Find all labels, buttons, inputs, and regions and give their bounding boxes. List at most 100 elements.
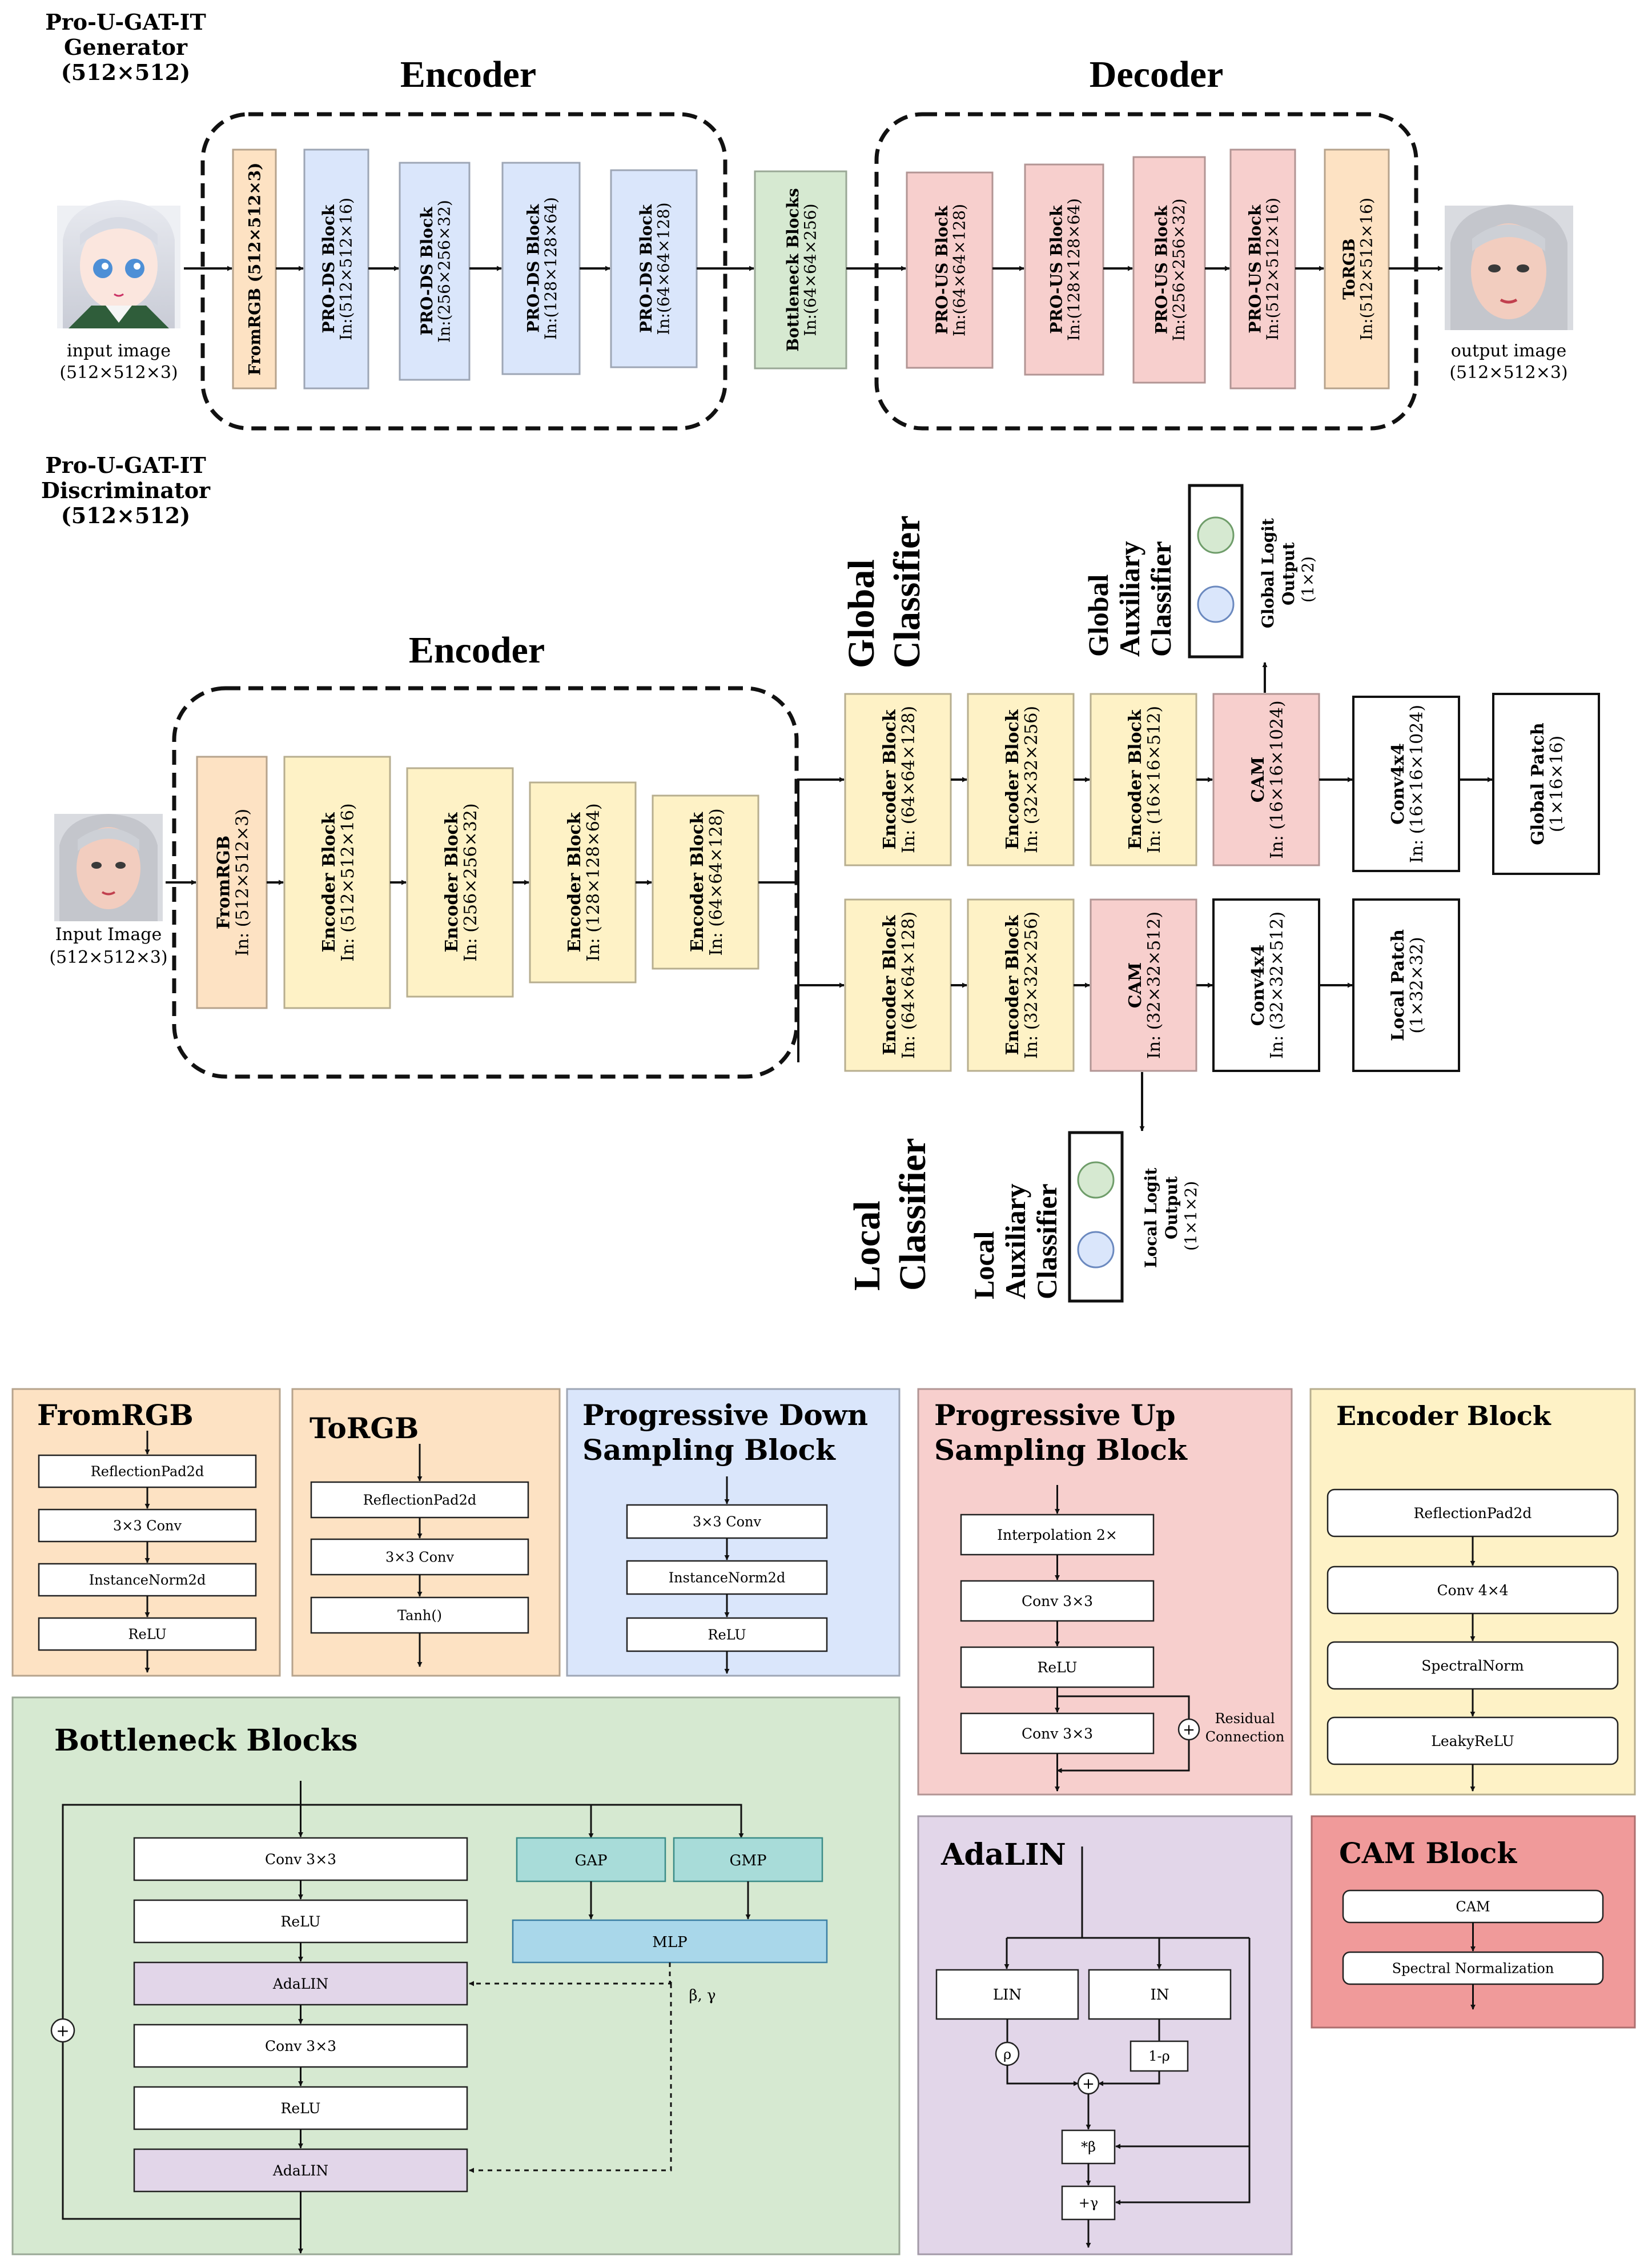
generator-block-9-name: PRO-US Block [1152,205,1171,334]
local-classifier-title-1: Local [846,1201,888,1291]
local-aux-output-box [1068,1131,1124,1303]
fromrgb-step-4: ReLU [128,1626,166,1642]
global-block-6-size: (1×16×16) [1547,736,1567,832]
generator-header-line-2: Generator [64,34,188,60]
generator-header-line-3: (512×512) [61,59,190,85]
generator-blocks: FromRGB (512×512×3)PRO-DS BlockIn:(512×5… [232,148,1390,390]
generator-block-9-size: In:(256×256×32) [1169,199,1188,342]
bottleneck-step-5: ReLU [281,2100,321,2117]
disc-encoder-block-1-size: In: (512×512×3) [233,809,253,956]
global-block-2-name: Encoder Block [1003,709,1023,849]
rho-label: ρ [1003,2046,1011,2062]
local-block-5: Local Patch(1×32×32) [1352,898,1460,1072]
local-block-5-name: Local Patch [1388,929,1408,1041]
local-block-2-size: In: (32×32×256) [1022,912,1042,1059]
generator-block-1: FromRGB (512×512×3) [232,148,277,390]
in-label: IN [1150,1986,1169,2004]
mlp-to-adalin-2-dashed [469,1984,672,2173]
bottleneck-skip-plus: + [56,2021,69,2040]
global-block-2-box [967,693,1075,866]
disc-encoder-block-3-name: Encoder Block [442,812,462,952]
local-block-3-box [1090,898,1197,1072]
global-classifier-title-2: Classifier [886,515,928,668]
global-block-4-size: In: (16×16×1024) [1267,700,1287,858]
global-aux-output-node-2 [1197,585,1235,623]
pro-us-residual-label-2: Connection [1205,1729,1285,1745]
add-gamma-label: +γ [1079,2195,1098,2211]
local-aux-output-node-1 [1077,1161,1115,1199]
generator-block-7-box [906,171,994,369]
cam-block-title: CAM Block [1339,1836,1517,1870]
bottleneck-skip-plus-node [50,2018,75,2043]
pro-ds-step-1: 3×3 Conv [693,1514,762,1530]
discriminator-input-caption-1: Input Image [55,925,162,945]
encoder-block-step-1: ReflectionPad2d [1414,1505,1532,1522]
pro-ds-step-1-box [626,1504,828,1539]
rho-to-sum [1006,2065,1079,2086]
fromrgb-step-2-box [38,1508,257,1543]
discriminator-header: Pro-U-GAT-IT Discriminator (512×512) [41,452,211,528]
pro-ds-step-2: InstanceNorm2d [669,1569,786,1585]
local-block-5-size: (1×32×32) [1407,937,1427,1033]
generator-output-caption-1: output image [1451,341,1566,361]
disc-encoder-block-1-box [196,756,268,1009]
global-block-5-size: In: (16×16×1024) [1407,705,1427,863]
local-aux-title-2: Auxiliary [999,1183,1031,1299]
gap-label: GAP [574,1852,607,1869]
generator-block-6-name: Bottleneck Blocks [783,188,802,351]
generator-block-2-size: In:(512×512×16) [337,198,356,340]
generator-block-2-name: PRO-DS Block [319,204,338,334]
generator-output-image [1445,204,1573,330]
generator-block-7-name: PRO-US Block [932,206,951,335]
adalin-panel-background [917,1815,1293,2255]
generator-block-4-name: PRO-DS Block [524,204,542,333]
one-minus-rho-label: 1-ρ [1148,2048,1170,2064]
pro-ds-title-1: Progressive Down [582,1398,868,1432]
disc-encoder-block-4-box [529,781,637,984]
global-block-4-box [1212,693,1320,866]
encoder-block-step-4: LeakyReLU [1431,1733,1514,1749]
bottleneck-step-1: Conv 3×3 [265,1851,336,1868]
global-block-4-name: CAM [1248,757,1268,802]
global-block-3-name: Encoder Block [1126,709,1145,849]
local-aux-title-3: Classifier [1031,1183,1063,1299]
disc-encoder-block-5-size: In: (64×64×128) [706,808,726,956]
generator-decoder-frame [874,112,1418,431]
global-block-6: Global Patch(1×16×16) [1492,693,1600,875]
pro-us-title-2: Sampling Block [934,1433,1188,1467]
generator-input-caption-2: (512×512×3) [59,363,178,383]
lin-box [935,1969,1079,2020]
generator-block-8-size: In:(128×128×64) [1064,198,1083,341]
disc-encoder-block-3-box [406,767,514,998]
generator-block-8-box [1024,163,1104,376]
discriminator-arrows [166,662,1493,1131]
fromrgb-step-1-box [38,1454,257,1488]
local-block-1-name: Encoder Block [880,914,900,1055]
torgb-step-1-box [310,1481,529,1519]
local-aux-output-node-2 [1077,1231,1115,1269]
fromrgb-step-3: InstanceNorm2d [89,1572,206,1588]
generator-output-caption-2: (512×512×3) [1449,363,1567,383]
local-logit-output-3: (1×1×2) [1181,1181,1200,1251]
discriminator-input-caption-2: (512×512×3) [49,948,167,968]
pro-us-step-2: Conv 3×3 [1022,1593,1093,1609]
generator-block-3-name: PRO-DS Block [417,207,436,336]
pro-us-title-1: Progressive Up [934,1398,1176,1432]
global-aux-title-1: Global [1082,574,1114,657]
discriminator-header-line-2: Discriminator [41,477,211,503]
local-block-2-box [967,898,1075,1072]
in-box [1088,1969,1232,2020]
